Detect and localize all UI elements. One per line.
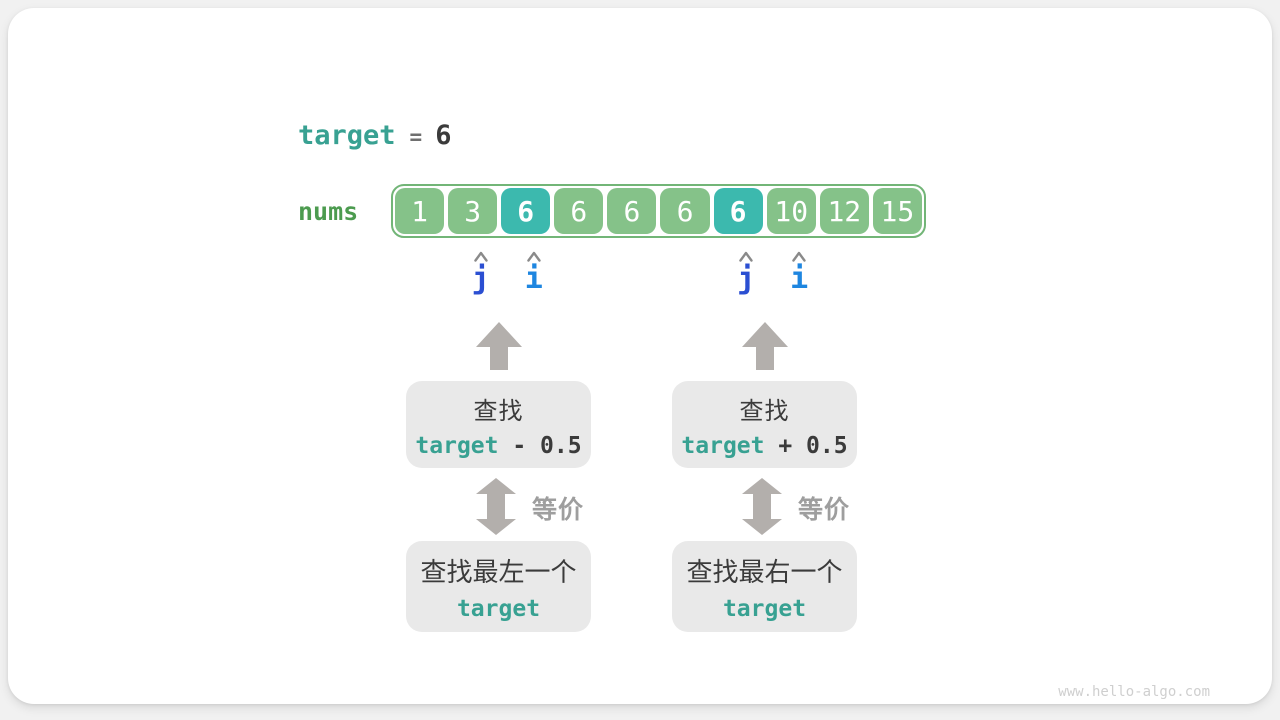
array-cell: 12: [819, 188, 869, 234]
search-box-right-text: 查找: [739, 396, 790, 425]
watermark: www.hello-algo.com: [1058, 684, 1210, 700]
array-cell: 6: [660, 188, 710, 234]
nums-label: nums: [298, 197, 359, 226]
caret-up-icon: [739, 251, 753, 262]
leftmost-box-code: target: [456, 595, 541, 622]
up-arrow-icon: [742, 322, 788, 370]
up-arrow-icon: [476, 322, 522, 370]
search-box-left-code: target - 0.5: [415, 432, 582, 459]
pointer-marker: j: [472, 251, 490, 295]
pointer-label: j: [471, 261, 490, 296]
array-cell: 15: [872, 188, 922, 234]
search-box-right-code: target + 0.5: [681, 432, 848, 459]
rightmost-box-code: target: [722, 595, 807, 622]
array-cell: 10: [766, 188, 816, 234]
search-box-left: 查找 target - 0.5: [406, 381, 591, 468]
equivalence-label: 等价: [798, 495, 851, 524]
caret-up-icon: [473, 251, 488, 262]
pointer-marker: i: [790, 251, 808, 295]
double-arrow-icon: [742, 478, 782, 535]
target-expression: target = 6: [298, 120, 451, 154]
array-cell: 6: [607, 188, 657, 234]
pointer-label: j: [737, 261, 756, 296]
double-arrow-icon: [476, 478, 516, 535]
leftmost-box: 查找最左一个 target: [406, 541, 591, 632]
search-box-right: 查找 target + 0.5: [672, 381, 857, 468]
array-cell: 6: [501, 188, 551, 234]
pointer-marker: i: [525, 251, 543, 295]
array-cell: 3: [448, 188, 498, 234]
rightmost-box: 查找最右一个 target: [672, 541, 857, 632]
pointer-marker: j: [737, 251, 755, 295]
target-value: 6: [435, 120, 452, 151]
rightmost-box-text: 查找最右一个: [686, 557, 843, 588]
target-keyword: target: [298, 120, 396, 151]
pointer-label: i: [790, 261, 809, 296]
caret-up-icon: [527, 251, 541, 262]
equivalence-label: 等价: [532, 495, 585, 524]
search-box-left-text: 查找: [473, 396, 524, 425]
equals-sign: =: [409, 125, 423, 149]
array-cell: 6: [713, 188, 763, 234]
leftmost-box-text: 查找最左一个: [420, 557, 577, 588]
array-cell: 6: [554, 188, 604, 234]
caret-up-icon: [792, 251, 806, 262]
pointer-label: i: [524, 261, 543, 296]
array-cell: 1: [395, 188, 445, 234]
